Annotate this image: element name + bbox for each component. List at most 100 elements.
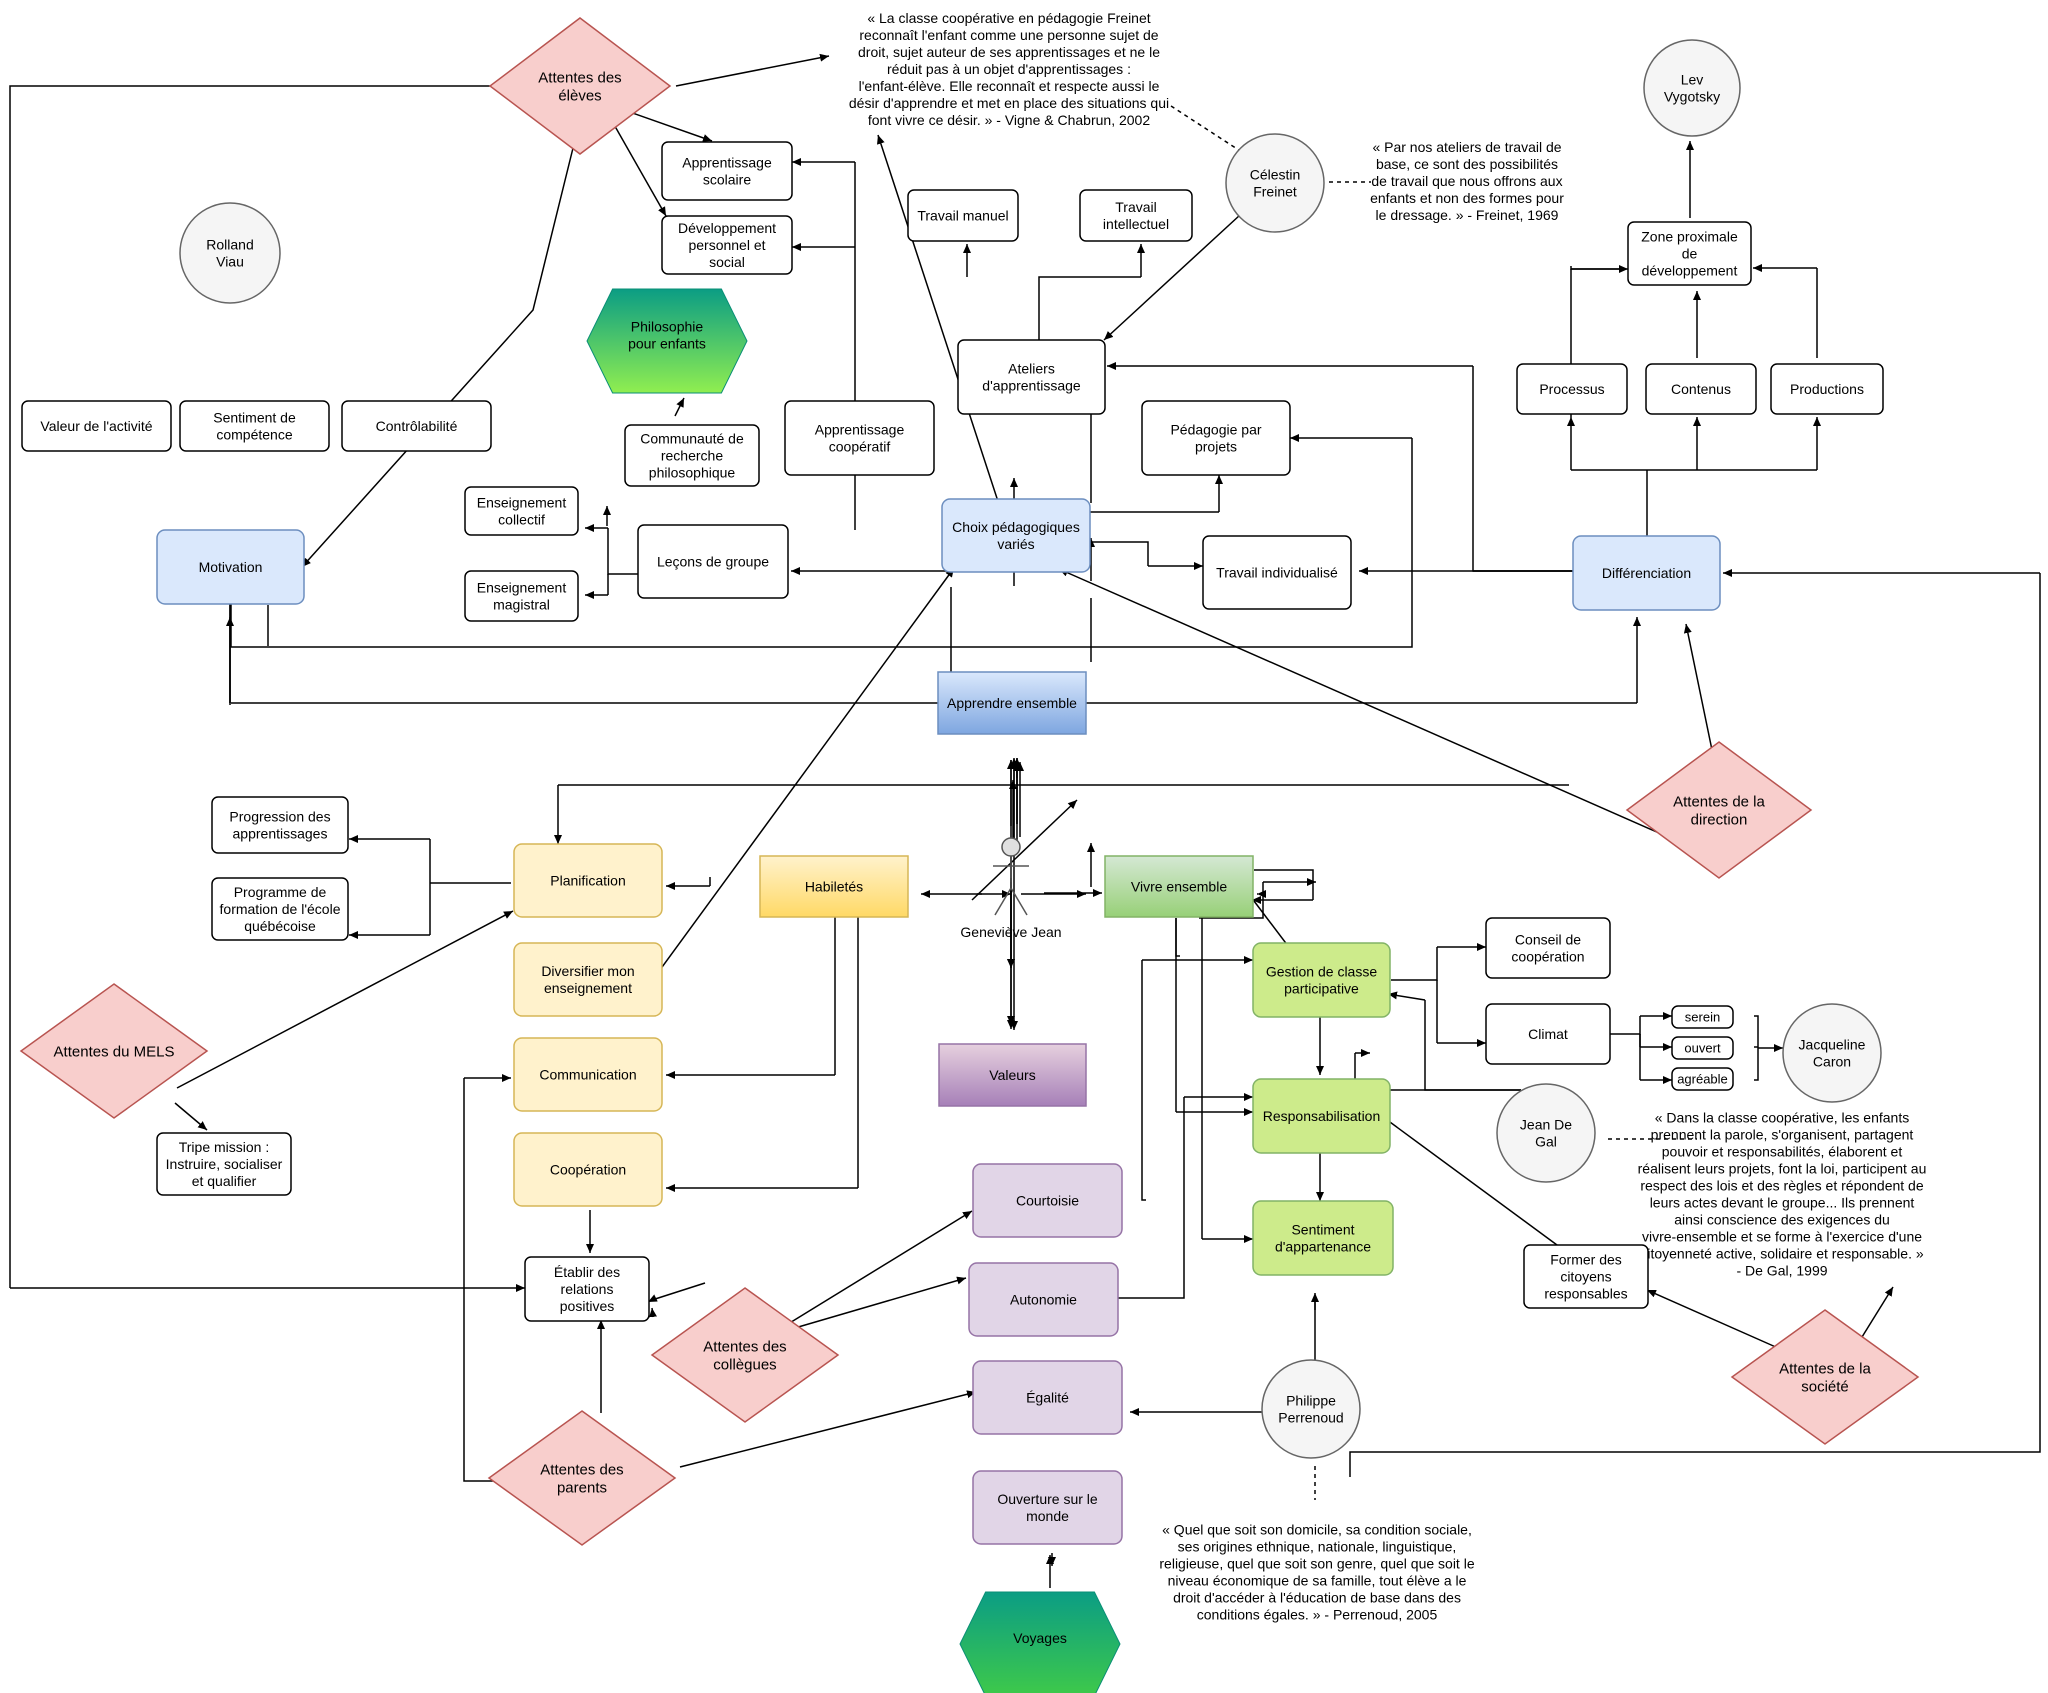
contenus-node[interactable]: Contenus bbox=[1645, 363, 1757, 415]
controlabilite-node[interactable]: Contrôlabilité bbox=[341, 400, 492, 452]
voyages-shape bbox=[959, 1591, 1121, 1693]
attentes-mels-node[interactable]: Attentes du MELS bbox=[19, 983, 209, 1119]
habiletes-node[interactable]: Habiletés bbox=[759, 855, 909, 918]
serein-node[interactable]: serein bbox=[1671, 1005, 1734, 1029]
travail-individualise-node[interactable]: Travail individualisé bbox=[1202, 535, 1352, 610]
serein-label: serein bbox=[1685, 1010, 1720, 1025]
autonomie-node[interactable]: Autonomie bbox=[968, 1262, 1119, 1337]
attentes-collegues-shape bbox=[650, 1287, 840, 1423]
lev-vygotsky-circle bbox=[1643, 39, 1741, 137]
vivre-ensemble-box bbox=[1104, 855, 1254, 918]
responsabilisation-node[interactable]: Responsabilisation bbox=[1252, 1078, 1391, 1154]
connector-line bbox=[623, 109, 713, 142]
connector-line bbox=[787, 1210, 973, 1325]
communication-node[interactable]: Communication bbox=[513, 1037, 663, 1112]
processus-label: Processus bbox=[1539, 381, 1604, 397]
vivre-ensemble-node[interactable]: Vivre ensemble bbox=[1104, 855, 1254, 918]
productions-node[interactable]: Productions bbox=[1770, 363, 1884, 415]
agreable-node[interactable]: agréable bbox=[1671, 1067, 1734, 1091]
apprendre-ensemble-node[interactable]: Apprendre ensemble bbox=[937, 671, 1087, 735]
egalite-node[interactable]: Égalité bbox=[972, 1360, 1123, 1435]
motivation-box bbox=[156, 529, 305, 605]
egalite-box bbox=[972, 1360, 1123, 1435]
conseil-cooperation-box bbox=[1485, 917, 1611, 979]
processus-node[interactable]: Processus bbox=[1516, 363, 1628, 415]
progression-box bbox=[211, 796, 349, 854]
climat-node[interactable]: Climat bbox=[1485, 1003, 1611, 1065]
productions-label: Productions bbox=[1790, 381, 1864, 397]
lecons-groupe-node[interactable]: Leçons de groupe bbox=[637, 524, 789, 599]
processus-box bbox=[1516, 363, 1628, 415]
voyages-node[interactable]: Voyages bbox=[959, 1591, 1121, 1693]
responsabilisation-label: Responsabilisation bbox=[1263, 1108, 1381, 1124]
ouvert-node[interactable]: ouvert bbox=[1671, 1036, 1734, 1060]
planification-label: Planification bbox=[550, 872, 626, 888]
climat-label: Climat bbox=[1528, 1026, 1568, 1042]
courtoisie-node[interactable]: Courtoisie bbox=[972, 1163, 1123, 1238]
cooperation-node[interactable]: Coopération bbox=[513, 1132, 663, 1207]
genevieve-actor[interactable]: Geneviève Jean bbox=[960, 837, 1062, 940]
travail-manuel-node[interactable]: Travail manuel bbox=[907, 189, 1019, 242]
valeur-activite-node[interactable]: Valeur de l'activité bbox=[21, 400, 172, 452]
differenciation-node[interactable]: Différenciation bbox=[1572, 535, 1721, 611]
connector-line bbox=[1861, 1286, 1894, 1338]
planification-node[interactable]: Planification bbox=[513, 843, 663, 918]
connector-line bbox=[675, 53, 830, 87]
ouvert-box bbox=[1671, 1036, 1734, 1060]
ateliers-box bbox=[957, 339, 1106, 415]
connector-line bbox=[877, 134, 1011, 539]
tripe-mission-box bbox=[156, 1132, 292, 1196]
connector-line bbox=[971, 799, 1078, 901]
voyages-label: Voyages bbox=[1013, 1630, 1067, 1646]
travail-individualise-label: Travail individualisé bbox=[1216, 564, 1338, 580]
programme-formation-box bbox=[211, 877, 349, 941]
motivation-node[interactable]: Motivation bbox=[156, 529, 305, 605]
philosophie-enfants-shape bbox=[586, 288, 748, 394]
valeurs-node[interactable]: Valeurs bbox=[938, 1043, 1087, 1107]
